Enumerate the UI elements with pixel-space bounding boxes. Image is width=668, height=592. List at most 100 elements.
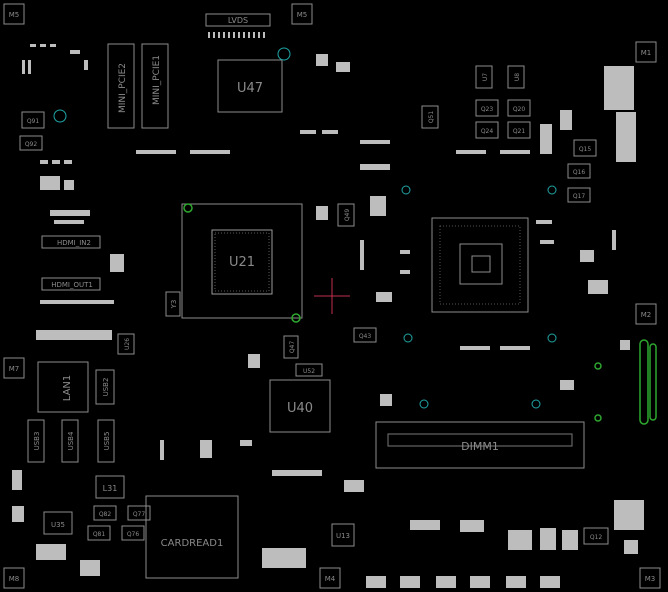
transistor-q20[interactable]: Q20 — [507, 99, 531, 117]
via-ring — [403, 333, 413, 343]
mini-pcie1-slot[interactable]: MINI_PCIE1 — [141, 43, 169, 129]
svg-text:Q16: Q16 — [573, 169, 586, 176]
svg-text:Q51: Q51 — [428, 111, 435, 124]
via-ring — [531, 399, 541, 409]
card-reader[interactable]: CARDREAD1 — [145, 495, 239, 579]
hdmi-in-connector[interactable]: HDMI_IN2 — [41, 235, 101, 249]
transistor-q23[interactable]: Q23 — [475, 99, 499, 117]
chip-u13[interactable]: U13 — [331, 523, 355, 547]
mount-hole-label: M5 — [297, 11, 308, 19]
usb-connector[interactable]: USB3 — [27, 419, 45, 463]
mount-hole-label: M5 — [9, 11, 20, 19]
smd-components — [12, 44, 644, 588]
transistor-q17[interactable]: Q17 — [567, 187, 591, 203]
transistor-q49[interactable]: Q49 — [337, 203, 355, 227]
transistor-q15[interactable]: Q15 — [573, 139, 597, 157]
svg-text:Q82: Q82 — [99, 511, 112, 518]
transistor-q24[interactable]: Q24 — [475, 121, 499, 139]
lan-connector[interactable]: LAN1 — [37, 361, 89, 413]
mount-hole-label: M4 — [325, 575, 336, 583]
svg-text:USB3: USB3 — [33, 432, 41, 451]
transistor-q21[interactable]: Q21 — [507, 121, 531, 139]
svg-text:CARDREAD1: CARDREAD1 — [161, 538, 224, 549]
svg-text:U13: U13 — [336, 532, 350, 540]
svg-text:LAN1: LAN1 — [62, 375, 73, 401]
via-ring — [547, 185, 557, 195]
lvds-connector[interactable]: LVDS — [205, 13, 271, 38]
svg-text:DIMM1: DIMM1 — [461, 440, 499, 453]
chip-u35[interactable]: U35 — [43, 511, 73, 535]
dimm1-slot[interactable]: DIMM1 — [375, 421, 585, 469]
svg-text:Q76: Q76 — [127, 531, 140, 538]
transistor-q12[interactable]: Q12 — [583, 527, 609, 545]
mount-hole-label: M2 — [641, 311, 652, 319]
svg-text:Q91: Q91 — [27, 118, 40, 125]
cursor-crosshair — [314, 278, 350, 314]
transistor-q16[interactable]: Q16 — [567, 163, 591, 179]
svg-text:U35: U35 — [51, 521, 65, 529]
chip-u40[interactable]: U40 — [269, 379, 331, 433]
svg-text:Q15: Q15 — [579, 146, 592, 153]
transistor-q81[interactable]: Q81 — [87, 525, 111, 541]
chip-u26[interactable]: U26 — [117, 333, 135, 355]
transistor-q91[interactable]: Q91 — [21, 111, 45, 129]
svg-text:LVDS: LVDS — [228, 16, 248, 25]
svg-text:USB4: USB4 — [67, 431, 75, 450]
svg-text:Q77: Q77 — [133, 511, 146, 518]
mount-hole-label: M1 — [641, 49, 652, 57]
svg-text:USB2: USB2 — [102, 378, 110, 397]
chip-u7[interactable]: U7 — [475, 65, 493, 89]
svg-text:Y3: Y3 — [170, 300, 178, 310]
mount-hole-label: M8 — [9, 575, 20, 583]
transistor-q77[interactable]: Q77 — [127, 505, 151, 521]
chip-u47[interactable]: U47 — [217, 59, 283, 113]
chip-u52[interactable]: U52 — [295, 363, 323, 377]
transistor-q92[interactable]: Q92 — [19, 135, 43, 151]
svg-text:L31: L31 — [103, 484, 118, 493]
svg-text:Q81: Q81 — [93, 531, 106, 538]
svg-text:Q24: Q24 — [481, 128, 494, 135]
highlighted-net — [594, 339, 657, 425]
transistor-q76[interactable]: Q76 — [121, 525, 145, 541]
mounting-holes: M5 M5 M1 M2 M7 M8 M4 M3 — [3, 3, 661, 589]
usb-connector[interactable]: USB2 — [95, 369, 115, 405]
svg-text:MINI_PCIE1: MINI_PCIE1 — [152, 55, 162, 105]
crystal-y3[interactable]: Y3 — [165, 291, 181, 317]
via-ring — [547, 333, 557, 343]
svg-text:Q21: Q21 — [513, 128, 526, 135]
svg-text:U52: U52 — [303, 368, 315, 375]
svg-text:HDMI_IN2: HDMI_IN2 — [57, 239, 91, 247]
transistor-q82[interactable]: Q82 — [93, 505, 117, 521]
svg-text:Q92: Q92 — [25, 141, 38, 148]
svg-text:Q49: Q49 — [344, 209, 351, 222]
svg-text:Q12: Q12 — [590, 534, 603, 541]
svg-text:USB5: USB5 — [103, 432, 111, 451]
via-ring — [277, 47, 291, 61]
mini-pcie2-slot[interactable]: MINI_PCIE2 — [107, 43, 135, 129]
cpu-socket[interactable] — [431, 217, 529, 313]
svg-text:U8: U8 — [514, 73, 521, 81]
hdmi-out-connector[interactable]: HDMI_OUT1 — [41, 277, 101, 291]
transistor-q43[interactable]: Q43 — [353, 327, 377, 343]
svg-text:Q47: Q47 — [289, 341, 296, 354]
usb-connector[interactable]: USB4 — [61, 419, 79, 463]
via-ring — [419, 399, 429, 409]
via-ring — [401, 185, 411, 195]
svg-text:Q43: Q43 — [359, 333, 372, 340]
via-ring — [53, 109, 67, 123]
transistor-q51[interactable]: Q51 — [421, 105, 439, 129]
transistor-q47[interactable]: Q47 — [283, 335, 299, 359]
svg-text:U26: U26 — [124, 338, 131, 350]
chip-u21[interactable]: U21 — [181, 203, 303, 323]
svg-text:HDMI_OUT1: HDMI_OUT1 — [51, 281, 93, 289]
inductor-l31[interactable]: L31 — [95, 475, 125, 499]
svg-text:U47: U47 — [237, 81, 263, 96]
mount-hole-label: M3 — [645, 575, 656, 583]
svg-text:Q20: Q20 — [513, 106, 526, 113]
chip-u8[interactable]: U8 — [507, 65, 525, 89]
svg-text:Q23: Q23 — [481, 106, 494, 113]
usb-connector[interactable]: USB5 — [97, 419, 115, 463]
svg-text:U40: U40 — [287, 401, 313, 416]
svg-text:U7: U7 — [482, 73, 489, 81]
